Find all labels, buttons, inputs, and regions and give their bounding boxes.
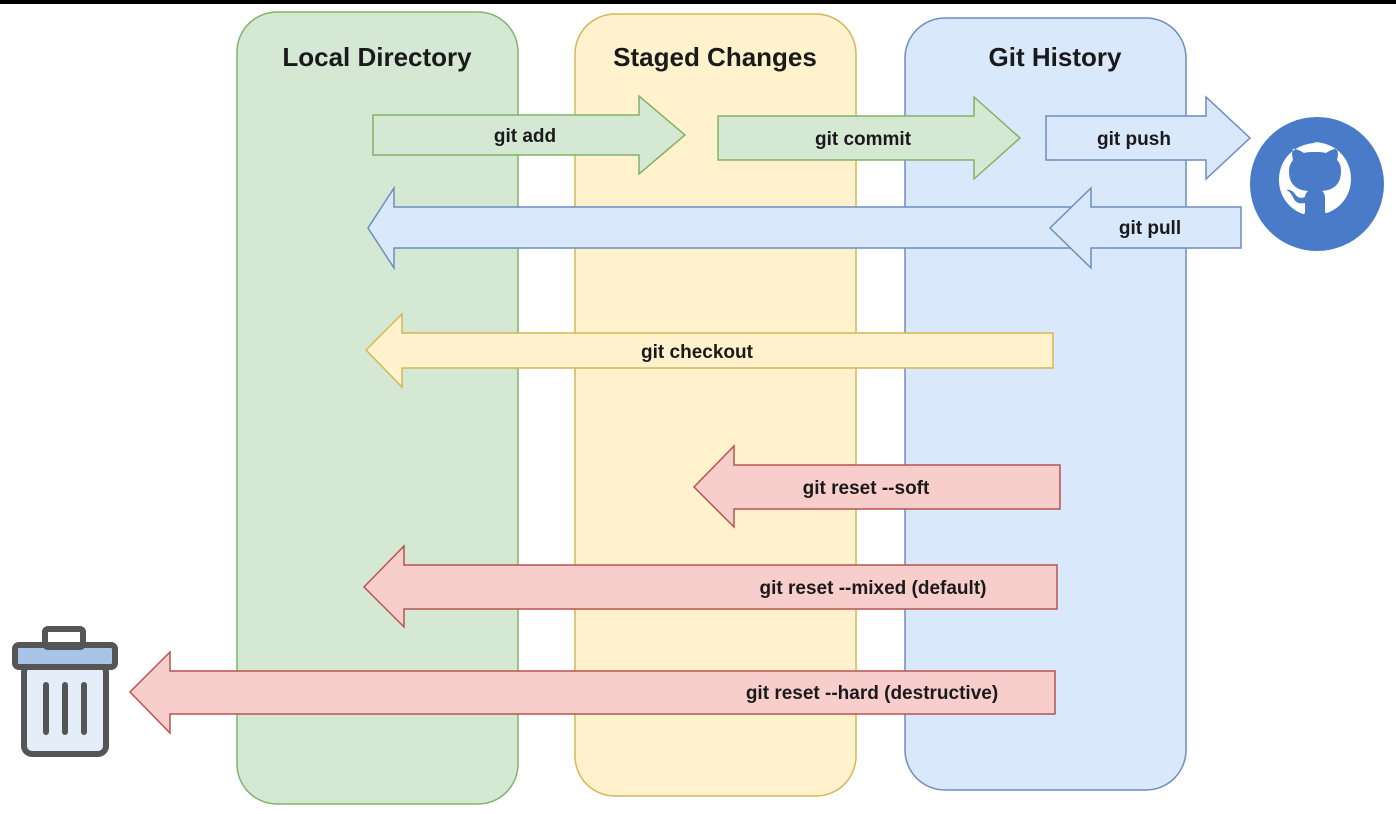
label-git-push: git push xyxy=(1097,129,1171,150)
arrow-git-add: git add xyxy=(372,94,687,176)
column-title-local: Local Directory xyxy=(282,42,472,72)
arrow-git-reset-soft: git reset --soft xyxy=(692,444,1061,529)
column-title-staged: Staged Changes xyxy=(613,42,817,72)
label-git-add: git add xyxy=(494,126,556,147)
label-git-reset-mixed: git reset --mixed (default) xyxy=(760,578,987,599)
trash-icon xyxy=(12,626,118,757)
arrow-git-pull: git pull xyxy=(367,185,1242,271)
arrow-git-push: git push xyxy=(1045,95,1252,181)
label-git-pull: git pull xyxy=(1119,218,1181,239)
arrow-git-checkout: git checkout xyxy=(364,312,1054,389)
label-git-reset-soft: git reset --soft xyxy=(803,478,930,499)
column-title-history: Git History xyxy=(989,42,1122,72)
arrow-git-commit: git commit xyxy=(717,95,1022,181)
label-git-reset-hard: git reset --hard (destructive) xyxy=(746,683,998,704)
arrow-git-reset-hard: git reset --hard (destructive) xyxy=(128,650,1056,735)
arrow-git-reset-mixed: git reset --mixed (default) xyxy=(362,544,1058,629)
label-git-checkout: git checkout xyxy=(641,342,754,363)
label-git-commit: git commit xyxy=(815,129,912,150)
github-icon xyxy=(1250,117,1384,251)
